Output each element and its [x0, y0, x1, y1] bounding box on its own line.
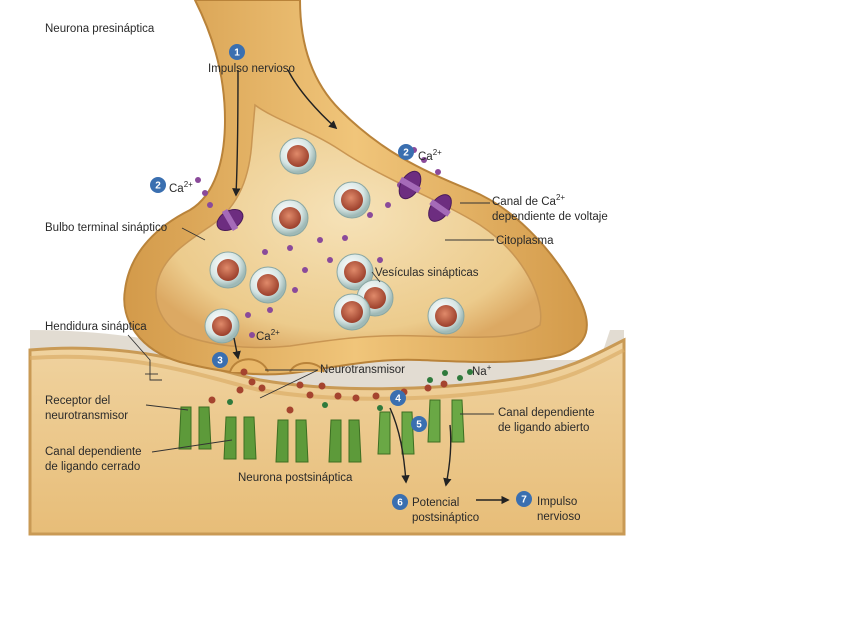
label-bulb: Bulbo terminal sináptico: [45, 222, 167, 234]
fusing-vesicle: [229, 358, 269, 373]
leader-lines: [127, 202, 494, 453]
closed-channel: [223, 416, 257, 460]
svg-text:6: 6: [397, 498, 403, 509]
closed-channel: [275, 419, 309, 463]
label-presynaptic: Neurona presináptica: [45, 23, 155, 35]
labels: Neurona presináptica Impulso nervioso Ca…: [45, 23, 608, 524]
svg-text:4: 4: [395, 394, 401, 405]
label-cytoplasm: Citoplasma: [496, 235, 554, 247]
label-closed-channel-2: de ligando cerrado: [45, 461, 140, 473]
step-2-right: 2: [398, 144, 414, 160]
step-5: 5: [411, 416, 427, 432]
label-open-channel-1: Canal dependiente: [498, 407, 595, 419]
step-1: 1: [229, 44, 245, 60]
ca-channel-left: [216, 208, 244, 232]
label-ca-right: Ca2+: [418, 148, 442, 163]
label-ca-left: Ca2+: [169, 180, 193, 195]
step-6: 6: [392, 494, 408, 510]
svg-text:1: 1: [234, 48, 240, 59]
open-channel: [377, 411, 415, 455]
process-arrows: [232, 69, 510, 505]
label-receptor-1: Receptor del: [45, 395, 110, 407]
vesicle: [279, 137, 317, 175]
closed-channel: [328, 419, 362, 463]
vesicle: [249, 266, 287, 304]
label-nerve-impulse: Impulso nervioso: [208, 63, 295, 75]
label-impulse-1: Impulso: [537, 496, 577, 508]
label-na: Na+: [472, 363, 492, 378]
label-closed-channel-1: Canal dependiente: [45, 446, 142, 458]
step-4: 4: [390, 390, 406, 406]
vesicle: [271, 199, 309, 237]
label-potential-1: Potencial: [412, 497, 459, 509]
vesicle: [209, 251, 247, 289]
open-channel: [427, 399, 465, 443]
ligand-channels: [178, 399, 465, 463]
vesicle: [336, 253, 374, 291]
label-neurotransmitter: Neurotransmisor: [320, 364, 405, 376]
label-ca-channel-1: Canal de Ca2+: [492, 193, 565, 208]
vesicle: [333, 181, 371, 219]
label-ca-channel-2: dependiente de voltaje: [492, 211, 608, 223]
step-markers: 1 2 2 3 4 5 6 7: [150, 44, 532, 510]
closed-channel: [178, 406, 212, 450]
vesicle: [333, 293, 371, 331]
svg-text:7: 7: [521, 495, 527, 506]
vesicle: [204, 308, 240, 344]
svg-text:3: 3: [217, 356, 223, 367]
ca-channel-right-2: [428, 194, 452, 222]
label-cleft: Hendidura sináptica: [45, 321, 147, 333]
svg-text:2: 2: [155, 181, 161, 192]
vesicle: [427, 297, 465, 335]
label-potential-2: postsináptico: [412, 512, 479, 524]
label-receptor-2: neurotransmisor: [45, 410, 128, 422]
label-impulse-2: nervioso: [537, 511, 580, 523]
step-7: 7: [516, 491, 532, 507]
label-vesicles: Vesículas sinápticas: [375, 267, 479, 279]
step-3: 3: [212, 352, 228, 368]
svg-text:2: 2: [403, 148, 409, 159]
ca-channel-right-1: [398, 170, 422, 200]
label-postsynaptic: Neurona postsináptica: [238, 472, 353, 484]
label-ca-lower: Ca2+: [256, 328, 280, 343]
step-2-left: 2: [150, 177, 166, 193]
neurotransmitter-molecules: [208, 368, 448, 414]
label-open-channel-2: de ligando abierto: [498, 422, 589, 434]
synaptic-vesicles: [204, 137, 465, 344]
svg-text:5: 5: [416, 420, 422, 431]
